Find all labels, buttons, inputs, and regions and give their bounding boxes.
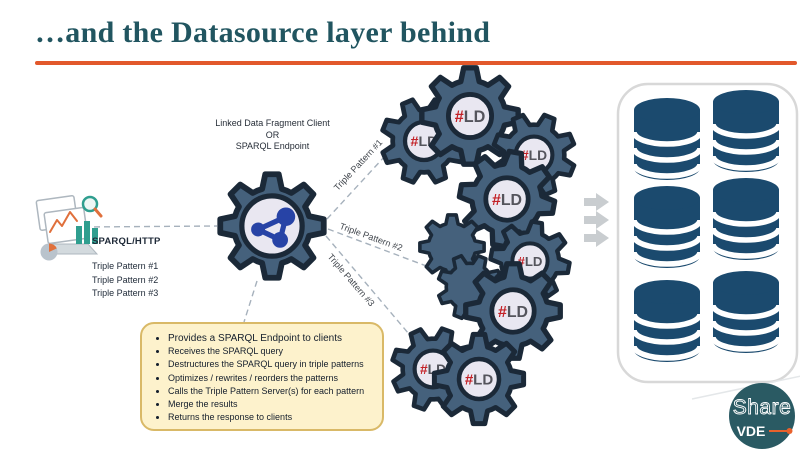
database-icon xyxy=(634,186,700,268)
ld-gear-cluster: #LD #LD #LD #LD xyxy=(369,68,588,424)
connector-pattern-3 xyxy=(325,235,415,341)
ld-gear: #LD xyxy=(452,144,562,254)
ld-gear: #LD xyxy=(434,334,523,423)
note-item: Receives the SPARQL query xyxy=(168,345,382,358)
magnifier-icon xyxy=(81,195,103,218)
title-underline xyxy=(35,61,797,65)
svg-text:#LD: #LD xyxy=(465,372,494,389)
connector-endpoint-to-notes xyxy=(243,280,258,323)
svg-text:#LD: #LD xyxy=(518,254,543,269)
note-item: Destructures the SPARQL query in triple … xyxy=(168,358,382,371)
database-icon xyxy=(634,280,700,362)
endpoint-label-line1: Linked Data Fragment Client xyxy=(215,118,330,128)
logo-orange-dot xyxy=(786,428,793,434)
ld-gear: #LD xyxy=(466,264,561,359)
database-icon xyxy=(713,90,779,172)
triple-pattern-2: Triple Pattern #2 xyxy=(92,274,159,285)
note-item: Optimizes / rewrites / reorders the patt… xyxy=(168,372,382,385)
triple-pattern-list: Triple Pattern #1 Triple Pattern #2 Trip… xyxy=(92,260,158,301)
note-item: Returns the response to clients xyxy=(168,411,382,424)
triple-pattern-3: Triple Pattern #3 xyxy=(92,288,159,298)
triple-pattern-1: Triple Pattern #1 xyxy=(92,261,159,271)
connector-client-to-endpoint xyxy=(83,225,218,228)
line-chart-icon xyxy=(49,211,78,233)
database-icon xyxy=(713,178,779,260)
share-molecule-icon xyxy=(251,207,296,248)
analytics-client-icon xyxy=(35,195,103,261)
logo-share-text: Share xyxy=(733,396,792,419)
endpoint-label-line2: OR xyxy=(265,129,280,140)
svg-text:#LD: #LD xyxy=(492,192,522,209)
note-item: Provides a SPARQL Endpoint to clients xyxy=(168,332,382,345)
endpoint-label: Linked Data Fragment Client OR SPARQL En… xyxy=(190,118,355,153)
ld-gear: #LD xyxy=(422,68,518,164)
svg-text:#LD: #LD xyxy=(521,148,547,163)
connector-pattern-2 xyxy=(327,228,430,268)
dashed-connectors xyxy=(83,129,430,341)
svg-text:#LD: #LD xyxy=(455,108,486,126)
svg-text:#LD: #LD xyxy=(498,304,528,321)
sharevde-logo: Share VDE xyxy=(691,375,800,449)
protocol-label: SPARQL/HTTP xyxy=(92,236,161,247)
endpoint-notes-list: Provides a SPARQL Endpoint to clients Re… xyxy=(142,332,382,424)
logo-vde-text: VDE xyxy=(737,423,766,439)
database-icon xyxy=(713,271,779,353)
endpoint-label-line3: SPARQL Endpoint xyxy=(235,141,310,151)
database-icon xyxy=(634,98,700,180)
note-item: Calls the Triple Pattern Server(s) for e… xyxy=(168,385,382,398)
bar-chart-icon xyxy=(76,221,98,244)
pie-chart-icon xyxy=(40,243,58,261)
endpoint-gear xyxy=(220,174,323,277)
logo-circle xyxy=(729,383,795,449)
flow-arrows xyxy=(584,193,609,247)
slide-title: …and the Datasource layer behind xyxy=(35,16,491,49)
note-item: Merge the results xyxy=(168,398,382,411)
endpoint-notes-box: Provides a SPARQL Endpoint to clients Re… xyxy=(140,322,384,431)
datasource-panel xyxy=(616,82,799,384)
